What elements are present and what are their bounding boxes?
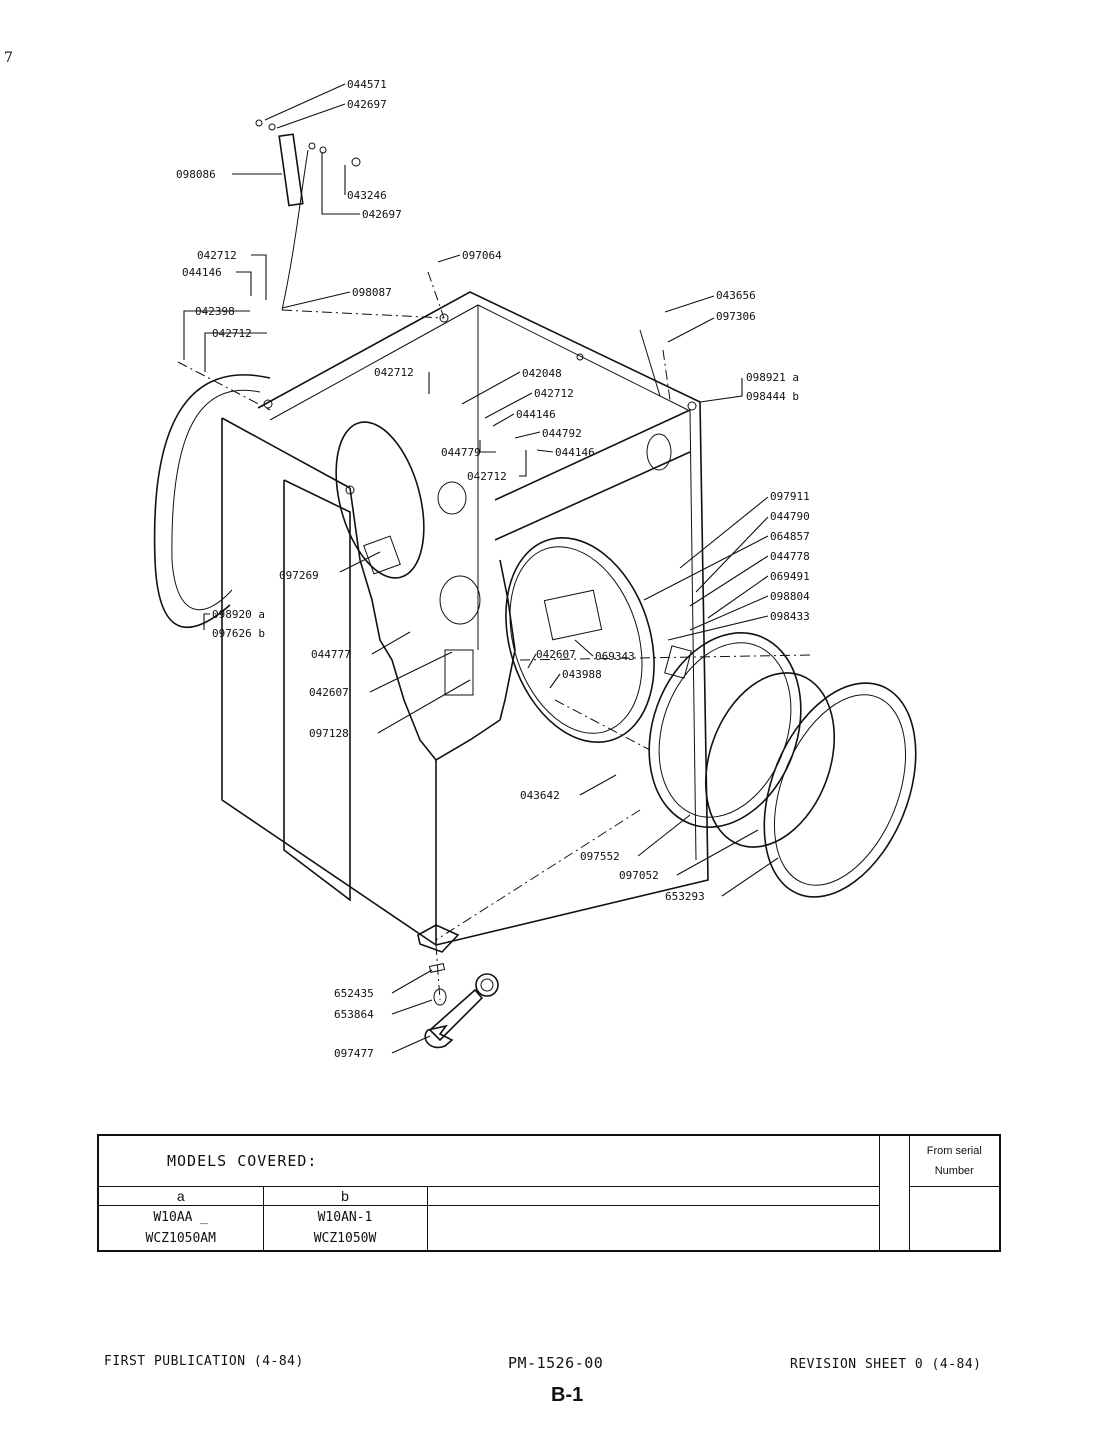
part-label-097626: 097626 b	[212, 627, 265, 640]
serial-number-cell	[908, 1186, 1001, 1252]
part-label-069343: 069343	[595, 650, 635, 663]
part-label-098086: 098086	[176, 168, 216, 181]
part-label-042697: 042697	[347, 98, 387, 111]
part-label-064857: 064857	[770, 530, 810, 543]
part-label-042712: 042712	[534, 387, 574, 400]
part-label-069491: 069491	[770, 570, 810, 583]
part-label-042712: 042712	[197, 249, 237, 262]
part-label-044146: 044146	[555, 446, 595, 459]
model-a-line2: WCZ1050AM	[145, 1231, 216, 1246]
page-corner-mark: 7	[4, 50, 13, 66]
tub-gasket	[153, 374, 271, 629]
model-a-line1: W10AA _	[153, 1210, 209, 1225]
part-label-097052: 097052	[619, 869, 659, 882]
part-label-098444: 098444 b	[746, 390, 799, 403]
model-b-line2: WCZ1050W	[313, 1231, 377, 1246]
part-label-043642: 043642	[520, 789, 560, 802]
foot-and-wrench	[424, 963, 499, 1049]
part-label-043246: 043246	[347, 189, 387, 202]
part-label-043656: 043656	[716, 289, 756, 302]
top-bracket	[255, 119, 361, 311]
cabinet-outline	[221, 291, 709, 953]
assembly-lines	[177, 271, 813, 1001]
part-label-098920: 098920 a	[212, 608, 265, 621]
part-label-652435: 652435	[334, 987, 374, 1000]
document-number: PM-1526-00	[508, 1354, 604, 1372]
models-column-a: W10AA _ WCZ1050AM	[97, 1205, 264, 1252]
part-label-044790: 044790	[770, 510, 810, 523]
column-a-header: a	[97, 1186, 264, 1206]
part-label-098087: 098087	[352, 286, 392, 299]
part-label-044146: 044146	[182, 266, 222, 279]
models-covered-table: MODELS COVERED: From serial Number a b W…	[97, 1134, 1002, 1252]
part-label-097477: 097477	[334, 1047, 374, 1060]
part-label-653864: 653864	[334, 1008, 374, 1021]
part-label-097306: 097306	[716, 310, 756, 323]
part-label-097269: 097269	[279, 569, 319, 582]
part-number-labels: 044571 042697 098086 043246 042697 09706…	[176, 78, 810, 1060]
first-publication: FIRST PUBLICATION (4-84)	[104, 1354, 304, 1369]
part-label-044778: 044778	[770, 550, 810, 563]
part-label-044779: 044779	[441, 446, 481, 459]
part-label-042712: 042712	[374, 366, 414, 379]
models-covered-title: MODELS COVERED:	[97, 1134, 880, 1187]
part-label-098433: 098433	[770, 610, 810, 623]
part-label-097911: 097911	[770, 490, 810, 503]
door-assembly	[648, 632, 917, 898]
part-label-098921: 098921 a	[746, 371, 799, 384]
page-number: B-1	[551, 1384, 584, 1406]
part-label-042697: 042697	[362, 208, 402, 221]
serial-header-line1: From serial	[926, 1145, 982, 1157]
part-label-097064: 097064	[462, 249, 502, 262]
model-b-line1: W10AN-1	[317, 1210, 373, 1225]
part-label-042712: 042712	[467, 470, 507, 483]
part-label-098804: 098804	[770, 590, 810, 603]
from-serial-number-header: From serial Number	[908, 1134, 1001, 1187]
part-label-042048: 042048	[522, 367, 562, 380]
serial-header-line2: Number	[934, 1165, 974, 1177]
part-label-042607: 042607	[536, 648, 576, 661]
column-b-header: b	[262, 1186, 428, 1206]
part-label-044571: 044571	[347, 78, 387, 91]
part-label-044146: 044146	[516, 408, 556, 421]
part-label-653293: 653293	[665, 890, 705, 903]
part-label-042607: 042607	[309, 686, 349, 699]
empty-model-cell	[426, 1205, 880, 1252]
revision-sheet: REVISION SHEET 0 (4-84)	[790, 1357, 982, 1372]
part-label-097128: 097128	[309, 727, 349, 740]
part-label-044792: 044792	[542, 427, 582, 440]
part-label-044777: 044777	[311, 648, 351, 661]
empty-header-cell	[426, 1186, 880, 1206]
table-spacer-cell	[878, 1134, 910, 1252]
part-label-097552: 097552	[580, 850, 620, 863]
models-column-b: W10AN-1 WCZ1050W	[262, 1205, 428, 1252]
part-label-042712: 042712	[212, 327, 252, 340]
part-label-043988: 043988	[562, 668, 602, 681]
leader-lines	[183, 83, 779, 1054]
part-label-042398: 042398	[195, 305, 235, 318]
